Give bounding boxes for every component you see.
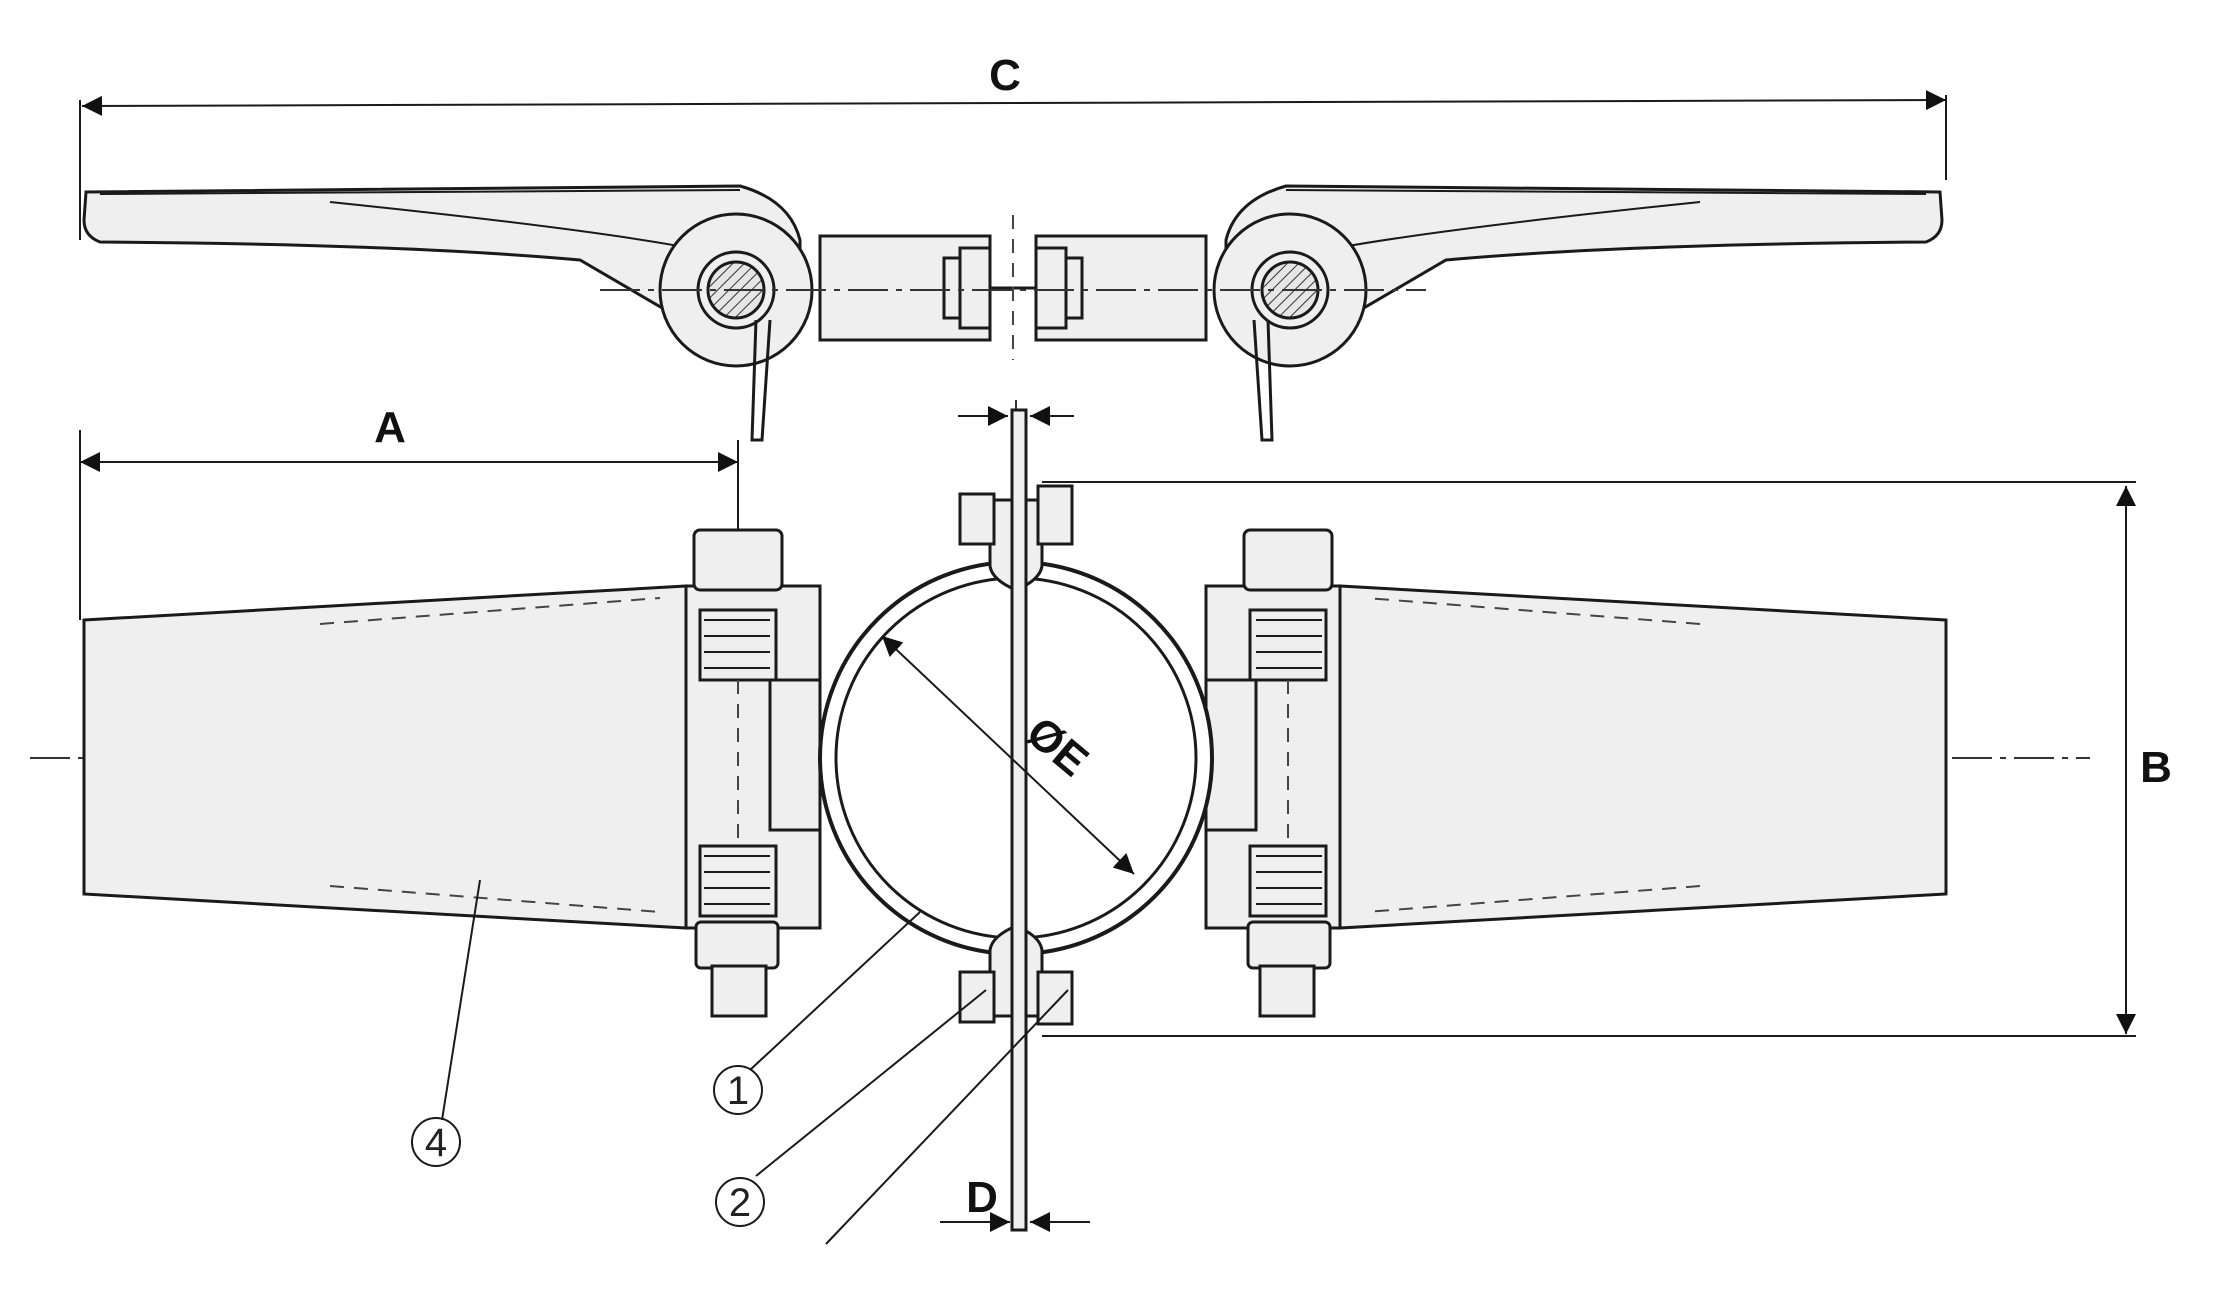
top-view: C [79,51,1947,442]
dimension-label-b: B [2140,743,2172,792]
clamp-strap [1010,408,1028,1232]
svg-text:2: 2 [729,1181,751,1225]
callout-item-2: 2 [715,1177,765,1227]
svg-text:1: 1 [727,1069,749,1113]
right-tapered-fin [1338,584,1948,930]
left-bolt-nut-top [692,528,784,592]
right-bolt-nut-bottom [1246,920,1332,970]
left-tapered-fin [82,584,688,930]
dimension-label-d: D [966,1173,998,1222]
svg-text:4: 4 [425,1121,447,1165]
left-bolt-nut-bottom [694,920,780,970]
dimension-label-c: C [989,51,1021,100]
dimension-label-a: A [374,403,406,452]
dimension-line-c [81,90,1947,116]
front-view: ØE A B D 4 1 2 [30,400,2172,1245]
right-fin-top-view [1224,184,1944,337]
dimension-line-e [881,635,1135,875]
callout-item-4: 4 [411,1117,461,1167]
callout-item-1: 1 [713,1065,763,1115]
left-fin-top-view [82,184,802,337]
right-bolt-nut-top [1242,528,1334,592]
